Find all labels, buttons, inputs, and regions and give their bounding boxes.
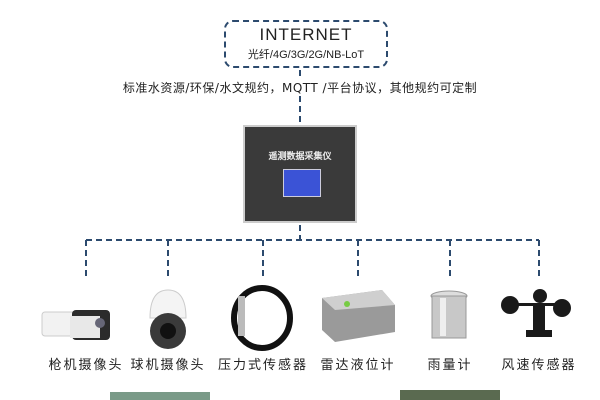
internet-box: INTERNET 光纤/4G/3G/2G/NB-LoT [224,20,388,68]
sensor-label: 球机摄像头 [130,358,206,373]
sensor-label: 风速传感器 [501,358,577,373]
rain-gauge-icon [430,290,468,339]
device-title: 遥测数据采集仪 [268,152,332,162]
radar-level-meter-icon [322,290,395,342]
protocol-text: 标准水资源/环保/水文规约，MQTT /平台协议，其他规约可定制 [122,81,478,95]
device-lcd-screen [283,169,321,197]
sensor-label: 压力式传感器 [217,358,308,373]
field-photo [400,390,500,400]
bullet-camera-icon [41,310,110,340]
sensor-label: 雨量计 [427,358,473,373]
internet-title: INTERNET [259,25,353,44]
internet-subtitle: 光纤/4G/3G/2G/NB-LoT [247,49,365,61]
data-acquisition-device: 遥测数据采集仪 [243,125,357,223]
anemometer-icon [501,289,571,337]
sensor-label: 枪机摄像头 [48,358,124,373]
landscape-photo [110,392,210,400]
pressure-sensor-icon [231,285,293,351]
sensor-label: 雷达液位计 [320,358,396,373]
dome-camera-icon [149,289,187,349]
